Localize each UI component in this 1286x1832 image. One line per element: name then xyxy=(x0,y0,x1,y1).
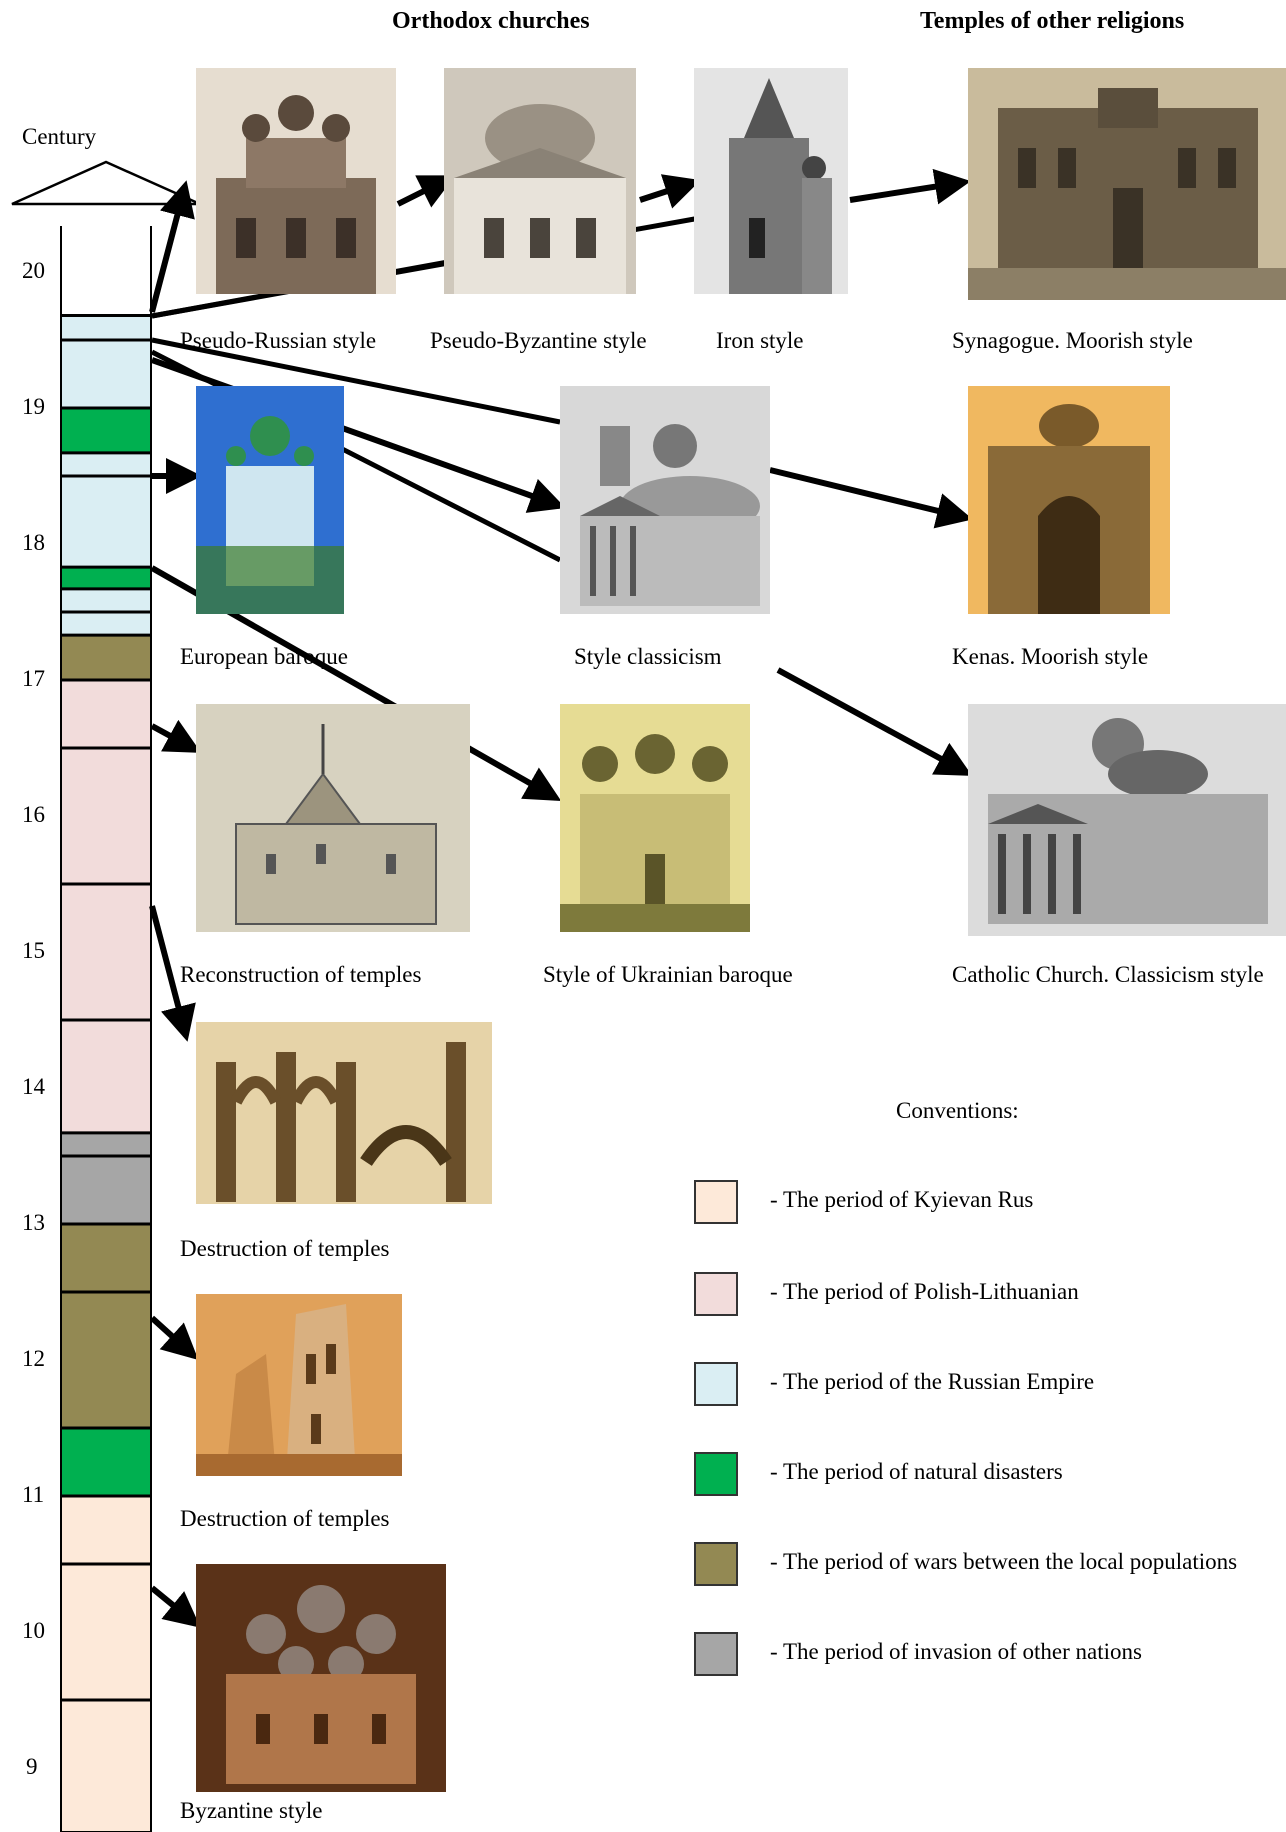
iron-style-church-photo xyxy=(694,68,848,294)
timeline-segment xyxy=(60,747,152,885)
caption-pseudo-russian: Pseudo-Russian style xyxy=(180,328,377,353)
century-tick-label: 17 xyxy=(22,666,45,691)
arrow-pseudo-byzantine-to-iron xyxy=(639,174,701,209)
caption-ukrainian-baroque: Style of Ukrainian baroque xyxy=(543,962,793,987)
timeline-segment xyxy=(60,883,152,1021)
century-arrow-triangle xyxy=(11,160,201,206)
century-tick-label: 15 xyxy=(22,938,45,963)
legend-swatch-invasion xyxy=(694,1632,738,1676)
european-baroque-church-photo xyxy=(196,386,344,614)
timeline-segment xyxy=(60,407,152,454)
caption-reconstruction: Reconstruction of temples xyxy=(180,962,422,987)
timeline-segment xyxy=(60,1131,152,1158)
arrow-to-byzantine xyxy=(150,1585,201,1628)
timeline-segment xyxy=(60,679,152,749)
timeline-segment xyxy=(60,1563,152,1701)
timeline-segment xyxy=(60,226,152,317)
century-timeline xyxy=(60,226,152,1832)
caption-kenas: Kenas. Moorish style xyxy=(952,644,1149,669)
timeline-segment xyxy=(60,1427,152,1497)
timeline-segment xyxy=(60,451,152,478)
caption-synagogue: Synagogue. Moorish style xyxy=(952,328,1193,353)
century-tick-label: 12 xyxy=(22,1346,45,1371)
kenas-photo xyxy=(968,386,1170,614)
timeline-segment xyxy=(60,1223,152,1293)
timeline-segment xyxy=(60,1019,152,1134)
century-tick-label: 9 xyxy=(26,1754,38,1779)
header-other-religions: Temples of other religions xyxy=(920,8,1185,34)
arrow-to-reconstruction xyxy=(150,719,202,753)
century-tick-label: 14 xyxy=(22,1074,45,1099)
century-label: Century xyxy=(22,124,97,149)
reconstruction-drawing xyxy=(196,704,470,932)
catholic-church-photo xyxy=(968,704,1286,936)
caption-european-baroque: European baroque xyxy=(180,644,348,669)
timeline-segment xyxy=(60,475,152,569)
arrow-classicism-to-kenas xyxy=(769,467,973,529)
legend-label: - The period of natural disasters xyxy=(770,1459,1063,1484)
legend-label: - The period of wars between the local p… xyxy=(770,1549,1238,1574)
arrow-to-destruction-2 xyxy=(149,1315,199,1361)
century-tick-label: 19 xyxy=(22,394,45,419)
timeline-segment xyxy=(60,1155,152,1225)
pseudo-russian-church-photo xyxy=(196,68,396,294)
century-tick-label: 16 xyxy=(22,802,45,827)
timeline-segment xyxy=(60,339,152,409)
ruined-arches-drawing xyxy=(196,1022,492,1204)
caption-pseudo-byzantine: Pseudo-Byzantine style xyxy=(430,328,647,353)
timeline-segment xyxy=(60,1699,152,1832)
timeline-segment xyxy=(60,314,152,341)
timeline-segment xyxy=(60,611,152,637)
legend-label: - The period of the Russian Empire xyxy=(770,1369,1095,1394)
legend-label: - The period of Kyievan Rus xyxy=(770,1187,1034,1212)
arrow-iron-to-synagogue xyxy=(849,168,971,205)
arrow-pseudo-russian-to-pseudo-byzantine xyxy=(396,175,456,208)
century-tick-label: 20 xyxy=(22,258,45,283)
caption-iron-style: Iron style xyxy=(716,328,804,353)
header-orthodox-churches: Orthodox churches xyxy=(392,8,590,34)
century-tick-label: 10 xyxy=(22,1618,45,1643)
byzantine-church-model-photo xyxy=(196,1564,446,1792)
timeline-segment xyxy=(60,587,152,614)
classicism-church-photo xyxy=(560,386,770,614)
legend-swatch-kyievan-rus xyxy=(694,1180,738,1224)
legend-label: - The period of Polish-Lithuanian xyxy=(770,1279,1079,1304)
legend-swatch-wars xyxy=(694,1542,738,1586)
synagogue-photo xyxy=(968,68,1286,300)
caption-byzantine: Byzantine style xyxy=(180,1798,323,1823)
caption-destruction-2: Destruction of temples xyxy=(180,1506,390,1531)
caption-classicism: Style classicism xyxy=(574,644,722,669)
legend-swatch-polish-lithuanian xyxy=(694,1272,738,1316)
ruined-walls-drawing xyxy=(196,1294,402,1476)
pseudo-byzantine-church-photo xyxy=(444,68,636,294)
caption-destruction-1: Destruction of temples xyxy=(180,1236,390,1261)
century-tick-label: 11 xyxy=(22,1482,45,1507)
arrow-classicism-to-catholic xyxy=(776,667,973,776)
century-tick-label: 18 xyxy=(22,530,45,555)
timeline-segment xyxy=(60,1291,152,1429)
legend-swatch-natural-disasters xyxy=(694,1452,738,1496)
legend-label: - The period of invasion of other nation… xyxy=(770,1639,1142,1664)
timeline-segment xyxy=(60,566,152,590)
ukrainian-baroque-church-photo xyxy=(560,704,750,932)
legend-title: Conventions: xyxy=(896,1098,1019,1123)
legend-swatch-russian-empire xyxy=(694,1362,738,1406)
timeline-segment xyxy=(60,1495,152,1565)
caption-catholic-church: Catholic Church. Classicism style xyxy=(952,962,1264,987)
century-tick-label: 13 xyxy=(22,1210,45,1235)
timeline-segment xyxy=(60,634,152,681)
